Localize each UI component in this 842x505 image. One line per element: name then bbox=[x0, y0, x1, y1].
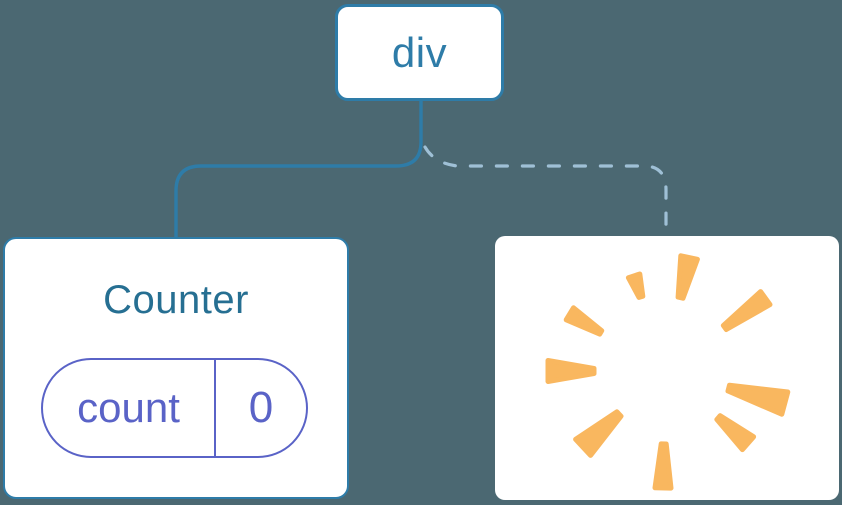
counter-title: Counter bbox=[103, 278, 249, 322]
removed-component-card bbox=[495, 236, 839, 500]
state-pill-value-section: 0 bbox=[216, 360, 306, 456]
dashed-edge-to-removed bbox=[423, 145, 668, 239]
solid-edge-to-counter bbox=[174, 101, 423, 238]
root-node-label: div bbox=[391, 28, 448, 76]
counter-component-card: Counter count 0 bbox=[3, 237, 349, 499]
root-node-div: div bbox=[335, 4, 504, 101]
state-value-label: 0 bbox=[248, 383, 274, 432]
state-pill: count 0 bbox=[41, 358, 308, 458]
state-pill-name-section: count bbox=[43, 360, 216, 456]
state-name-label: count bbox=[77, 384, 180, 431]
